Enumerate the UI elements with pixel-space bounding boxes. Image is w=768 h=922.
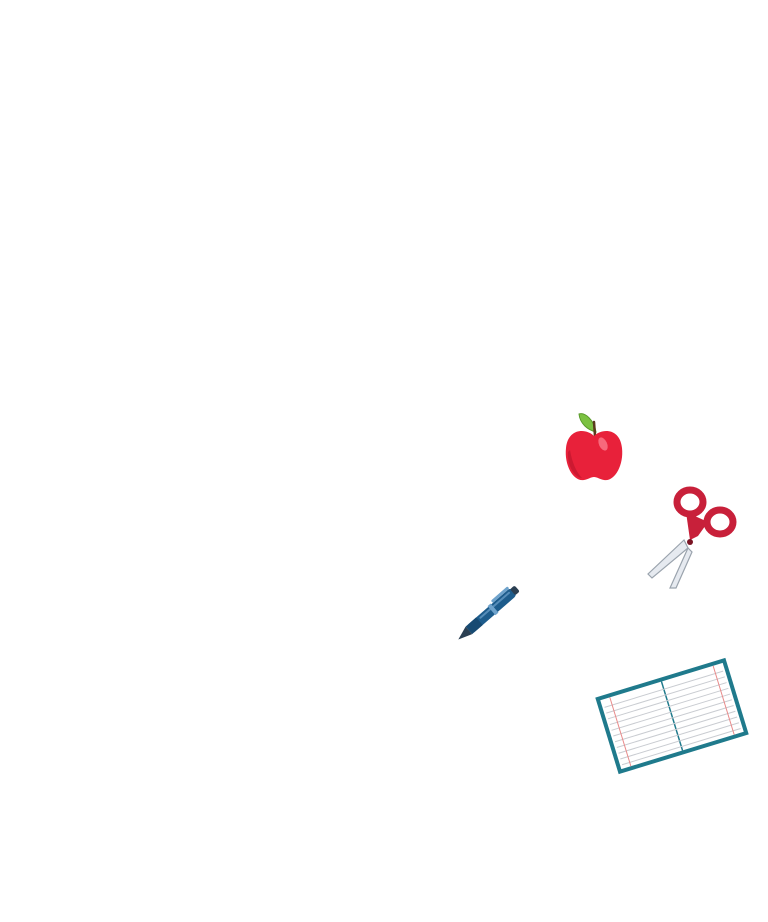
scissors-icon bbox=[647, 486, 737, 589]
notebook-icon bbox=[595, 657, 749, 775]
apple-icon bbox=[565, 413, 623, 481]
pen-icon bbox=[458, 586, 519, 640]
